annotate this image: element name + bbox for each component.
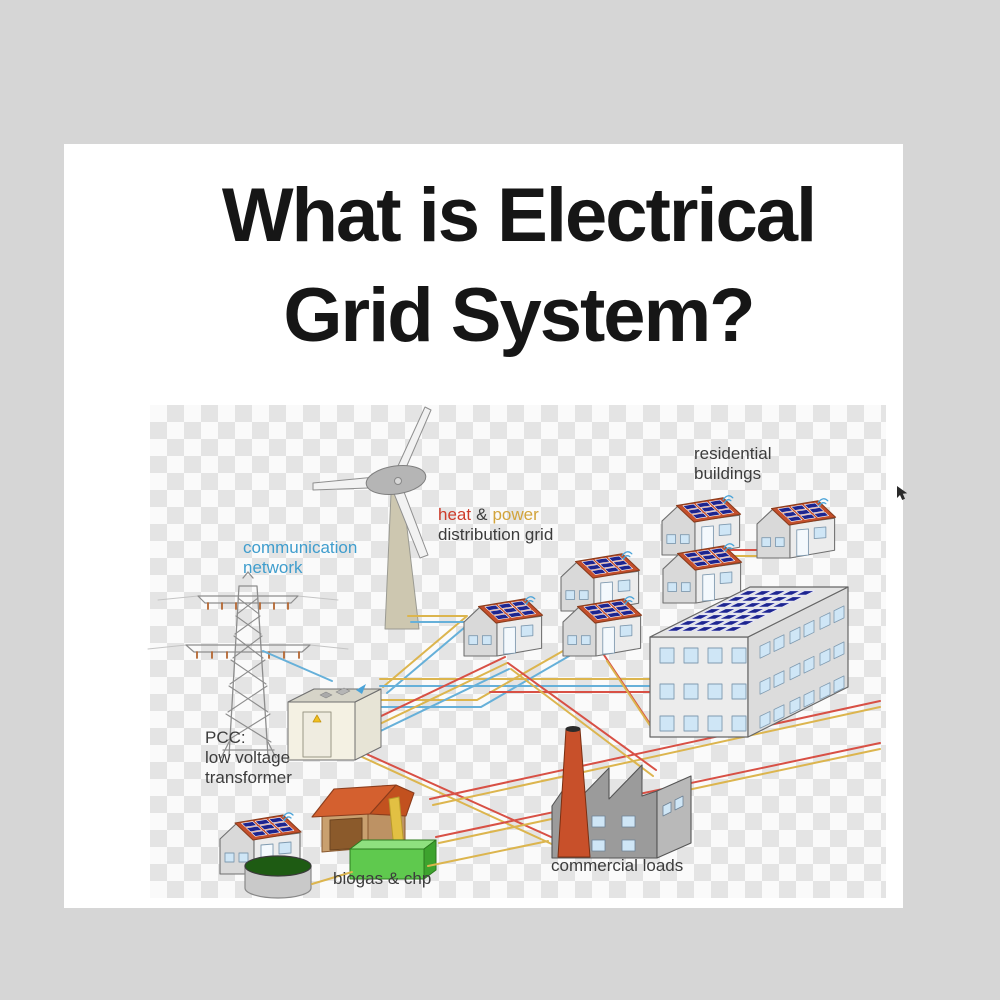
title-line-2: Grid System? [283, 273, 755, 358]
label-heat: heat [438, 505, 472, 524]
title-line-1: What is Electrical [221, 173, 817, 258]
residential-line2: buildings [694, 464, 762, 483]
pcc-line3: transformer [205, 768, 292, 787]
label-commercial-loads: commercial loads [551, 856, 683, 876]
communication-network-line1: communication [243, 538, 358, 557]
label-power: power [492, 505, 539, 524]
label-biogas-chp: biogas & chp [333, 869, 431, 889]
label-pcc-transformer: PCC: low voltage transformer [205, 728, 292, 788]
page-title: What is Electrical Grid System? [64, 166, 903, 366]
label-residential-buildings: residential buildings [694, 444, 772, 484]
pcc-line2: low voltage [205, 748, 291, 767]
pcc-line1: PCC: [205, 728, 246, 747]
heat-power-line1: heat&power [438, 505, 553, 525]
grid-diagram-canvas [150, 405, 886, 898]
heat-power-line2: distribution grid [438, 525, 554, 544]
label-heat-power-distribution-grid: heat&power distribution grid [438, 505, 553, 545]
biogas-chp-text: biogas & chp [333, 869, 432, 888]
commercial-loads-text: commercial loads [551, 856, 684, 875]
label-ampersand: & [476, 505, 488, 524]
communication-network-line2: network [243, 558, 303, 577]
residential-line1: residential [694, 444, 772, 463]
label-communication-network: communication network [243, 538, 357, 578]
